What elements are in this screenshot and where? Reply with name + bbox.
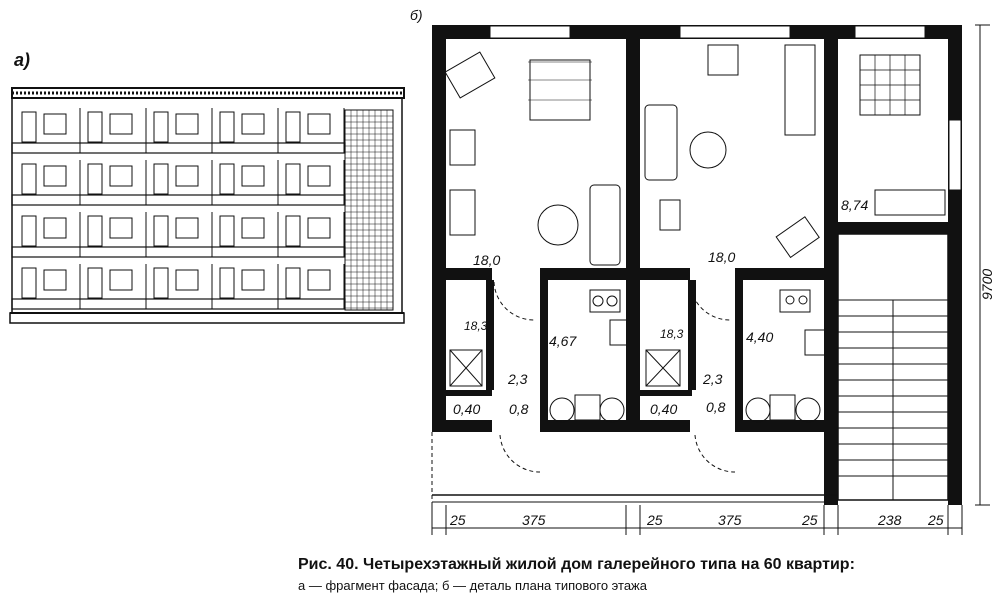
window — [241, 113, 265, 135]
dim-label: 238 — [877, 512, 902, 528]
window — [307, 165, 331, 187]
caption-subtitle: а — фрагмент фасада; б — деталь плана ти… — [298, 578, 647, 593]
room-area-wc-1: 0,40 — [453, 401, 480, 417]
dim-label: 375 — [522, 512, 546, 528]
party-wall-2 — [824, 25, 838, 265]
door — [219, 111, 235, 143]
dimension-labels: 25 375 25 375 25 238 25 9700 — [449, 269, 995, 528]
window — [43, 269, 67, 291]
door — [87, 111, 103, 143]
door — [87, 267, 103, 299]
door — [219, 163, 235, 195]
room-area-hall-1: 2,3 — [507, 371, 528, 387]
dim-label-height: 9700 — [979, 269, 995, 300]
caption-title: Рис. 40. Четырехэтажный жилой дом галере… — [298, 556, 855, 573]
door — [285, 111, 301, 143]
window — [175, 217, 199, 239]
door — [153, 111, 169, 143]
room-area-living-2: 18,0 — [708, 249, 735, 265]
room-area-bedroom: 8,74 — [841, 197, 868, 213]
plan-details — [431, 24, 990, 535]
door — [21, 111, 37, 143]
room-area-living-1: 18,0 — [473, 252, 500, 268]
dim-label: 25 — [801, 512, 818, 528]
window — [241, 217, 265, 239]
window — [307, 217, 331, 239]
window — [43, 113, 67, 135]
room-area-kitchen-2: 4,40 — [746, 329, 773, 345]
balcony-railing — [11, 142, 346, 154]
window — [109, 269, 133, 291]
floor-plan — [432, 25, 962, 505]
door — [285, 215, 301, 247]
door — [21, 215, 37, 247]
window — [241, 165, 265, 187]
door — [219, 267, 235, 299]
label-facade: а) — [14, 50, 30, 70]
room-area-vestibule-1: 0,8 — [509, 401, 529, 417]
window — [109, 217, 133, 239]
door — [153, 163, 169, 195]
balcony-railing — [11, 194, 346, 206]
label-plan: б) — [410, 7, 423, 23]
window — [175, 165, 199, 187]
balcony-railing — [11, 298, 346, 310]
dim-label: 25 — [449, 512, 466, 528]
window — [109, 165, 133, 187]
door — [21, 267, 37, 299]
left-wall — [432, 25, 446, 430]
door — [21, 163, 37, 195]
facade-drawing — [9, 87, 405, 324]
room-area-bath-2: 18,3 — [660, 327, 684, 341]
door — [153, 215, 169, 247]
window — [241, 269, 265, 291]
balcony-railing — [11, 246, 346, 258]
door — [219, 215, 235, 247]
window — [43, 165, 67, 187]
room-area-hall-2: 2,3 — [702, 371, 723, 387]
window — [43, 217, 67, 239]
window — [175, 113, 199, 135]
door — [285, 267, 301, 299]
window — [307, 269, 331, 291]
dim-label: 25 — [646, 512, 663, 528]
dim-label: 25 — [927, 512, 944, 528]
room-area-kitchen-1: 4,67 — [549, 333, 577, 349]
dim-label: 375 — [718, 512, 742, 528]
door — [87, 215, 103, 247]
door — [87, 163, 103, 195]
door — [285, 163, 301, 195]
right-wall — [948, 25, 962, 505]
window — [307, 113, 331, 135]
door — [153, 267, 169, 299]
room-area-wc-2: 0,40 — [650, 401, 677, 417]
window — [175, 269, 199, 291]
window — [109, 113, 133, 135]
party-wall-1 — [626, 25, 640, 430]
room-area-vestibule-2: 0,8 — [706, 399, 726, 415]
room-area-bath-1: 18,3 — [464, 319, 488, 333]
